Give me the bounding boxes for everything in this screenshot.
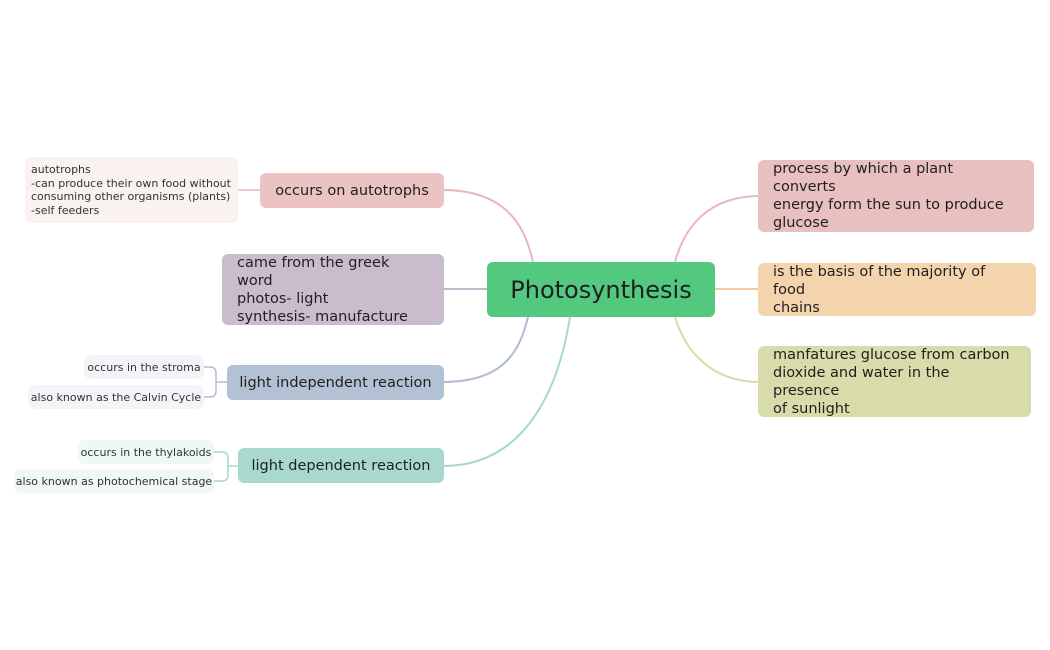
branch-label: light independent reaction bbox=[239, 374, 432, 391]
connector-right-3 bbox=[674, 316, 761, 383]
detail-label: autotrophs -can produce their own food w… bbox=[31, 163, 231, 217]
sub-label: also known as photochemical stage bbox=[15, 474, 213, 488]
central-topic-label: Photosynthesis bbox=[510, 275, 692, 304]
connector-sub-dependent bbox=[214, 451, 238, 482]
branch-node-light-independent[interactable]: light independent reaction bbox=[227, 365, 444, 400]
branch-node-glucose-production[interactable]: manfatures glucose from carbon dioxide a… bbox=[758, 346, 1031, 417]
branch-node-process-definition[interactable]: process by which a plant converts energy… bbox=[758, 160, 1034, 232]
branch-label: is the basis of the majority of food cha… bbox=[773, 263, 986, 316]
detail-node-autotrophs[interactable]: autotrophs -can produce their own food w… bbox=[25, 157, 238, 223]
connector-left-4 bbox=[442, 316, 571, 467]
sub-label: also known as the Calvin Cycle bbox=[30, 390, 202, 404]
branch-label: light dependent reaction bbox=[251, 457, 431, 474]
sub-label: occurs in the thylakoids bbox=[80, 445, 212, 459]
branch-label: manfatures glucose from carbon dioxide a… bbox=[773, 346, 1010, 417]
connector-right-1 bbox=[674, 195, 761, 263]
branch-node-light-dependent[interactable]: light dependent reaction bbox=[238, 448, 444, 483]
branch-node-food-chains[interactable]: is the basis of the majority of food cha… bbox=[758, 263, 1036, 316]
connector-sub-independent bbox=[204, 366, 227, 398]
branch-node-greek-origin[interactable]: came from the greek word photos- light s… bbox=[222, 254, 444, 325]
sub-node-thylakoids[interactable]: occurs in the thylakoids bbox=[78, 440, 214, 464]
central-topic-node[interactable]: Photosynthesis bbox=[487, 262, 715, 317]
branch-node-autotrophs[interactable]: occurs on autotrophs bbox=[260, 173, 444, 208]
sub-node-stroma[interactable]: occurs in the stroma bbox=[84, 355, 204, 379]
sub-node-calvin-cycle[interactable]: also known as the Calvin Cycle bbox=[28, 385, 204, 409]
sub-node-photochemical-stage[interactable]: also known as photochemical stage bbox=[14, 469, 214, 493]
connector-left-3 bbox=[442, 316, 529, 383]
connector-left-1 bbox=[442, 189, 534, 263]
branch-label: occurs on autotrophs bbox=[275, 182, 429, 199]
sub-label: occurs in the stroma bbox=[87, 360, 201, 374]
branch-label: came from the greek word photos- light s… bbox=[237, 254, 408, 325]
branch-label: process by which a plant converts energy… bbox=[773, 161, 1004, 231]
